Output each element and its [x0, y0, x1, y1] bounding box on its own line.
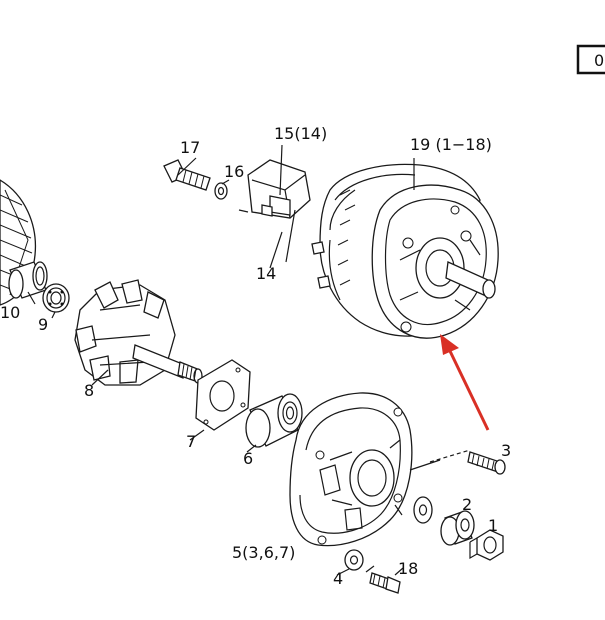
- part-18-bolt: [365, 565, 401, 594]
- callout-4: 4: [333, 569, 343, 588]
- corner-box-text: 0: [594, 51, 604, 70]
- callout-9: 9: [38, 315, 48, 334]
- callout-1: 1: [488, 516, 498, 535]
- highlight-arrow: [440, 334, 490, 431]
- part-1-nut: [469, 529, 504, 561]
- callout-8: 8: [84, 381, 94, 400]
- callout-10: 10: [0, 303, 20, 322]
- callout-15: 15(14): [274, 124, 327, 143]
- callout-7: 7: [186, 432, 196, 451]
- part-8-rotor: [74, 279, 203, 386]
- part-2-spacer: [413, 496, 475, 546]
- callout-16: 16: [224, 162, 244, 181]
- part-19-alternator-assembly: [311, 158, 499, 339]
- callout-17: 17: [180, 138, 200, 157]
- callout-18: 18: [398, 559, 418, 578]
- callout-6: 6: [243, 449, 253, 468]
- part-9-bearing: [42, 283, 70, 313]
- part-7-retainer-plate: [195, 359, 251, 431]
- part-17-bolt: [163, 157, 211, 191]
- callout-5: 5(3,6,7): [232, 543, 295, 562]
- part-6-bearing: [245, 393, 303, 448]
- part-3-screw: [429, 449, 506, 475]
- callout-14: 14: [256, 264, 276, 283]
- callout-3: 3: [501, 441, 511, 460]
- part-5-front-housing: [289, 392, 441, 547]
- part-15-regulator: [238, 144, 311, 263]
- part-16-washer: [214, 182, 228, 200]
- corner-reference-box: 0: [576, 44, 605, 75]
- callout-2: 2: [462, 495, 472, 514]
- callout-19: 19 (1−18): [410, 135, 492, 154]
- part-10-collar: [8, 261, 48, 299]
- part-4-washer: [344, 549, 364, 571]
